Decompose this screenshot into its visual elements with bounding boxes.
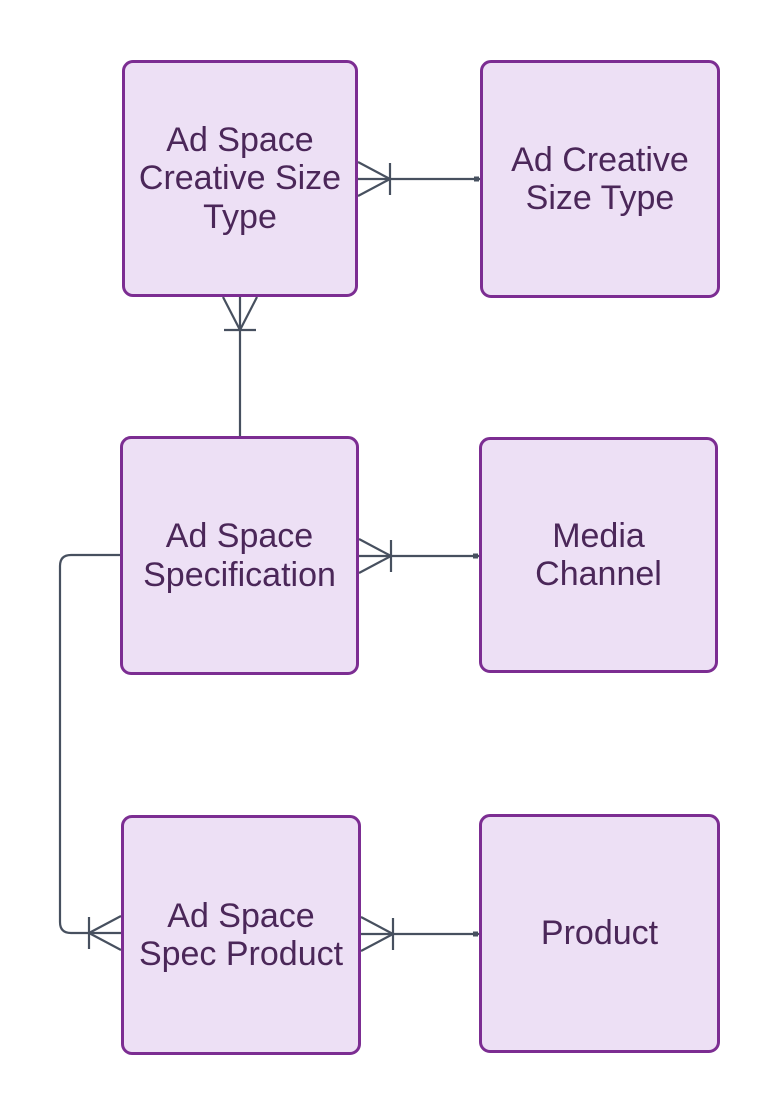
- entity-node-ad-space-creative-size-type[interactable]: Ad Space Creative Size Type: [122, 60, 358, 297]
- entity-node-ad-space-spec-product[interactable]: Ad Space Spec Product: [121, 815, 361, 1055]
- crows-foot-many-icon: [357, 161, 391, 197]
- entity-node-ad-creative-size-type[interactable]: Ad Creative Size Type: [480, 60, 720, 298]
- crows-foot-many-icon: [358, 538, 392, 574]
- crows-foot-many-icon: [360, 916, 394, 952]
- endpoint-dot: [473, 553, 478, 559]
- entity-label: Product: [540, 914, 659, 953]
- entity-label: Ad Space Creative Size Type: [138, 121, 342, 236]
- entity-label: Ad Space Spec Product: [138, 896, 344, 973]
- entity-label: Ad Creative Size Type: [511, 140, 689, 217]
- connector-creative-size-type-to-specification: [222, 296, 258, 436]
- connector-specification-to-spec-product: [58, 553, 122, 951]
- crows-foot-many-icon: [222, 296, 258, 331]
- endpoint-dot: [474, 176, 479, 182]
- entity-node-ad-space-specification[interactable]: Ad Space Specification: [120, 436, 359, 675]
- connector-spec-product-to-product: [360, 916, 479, 952]
- connector-line: [58, 553, 121, 935]
- crows-foot-many-icon: [88, 915, 122, 951]
- entity-label: Media Channel: [535, 516, 662, 593]
- connector-specification-to-media-channel: [358, 538, 479, 574]
- entity-node-media-channel[interactable]: Media Channel: [479, 437, 718, 673]
- connector-creative-size-type-to-ad-creative-size-type: [357, 161, 480, 197]
- endpoint-dot: [473, 931, 478, 937]
- entity-label: Ad Space Specification: [143, 517, 336, 594]
- entity-node-product[interactable]: Product: [479, 814, 720, 1053]
